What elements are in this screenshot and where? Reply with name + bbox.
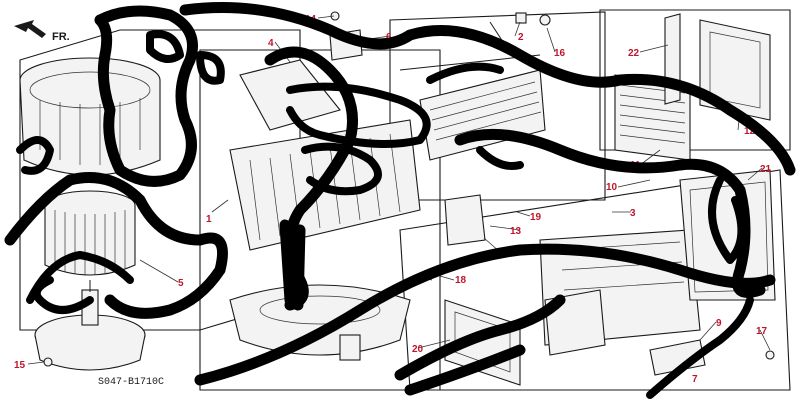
blower-motor <box>34 280 146 371</box>
callout-7: 7 <box>692 374 698 385</box>
callout-10: 10 <box>606 182 618 193</box>
callout-17: 17 <box>756 326 768 337</box>
callout-1: 1 <box>206 214 212 225</box>
callout-4: 4 <box>268 38 274 49</box>
heater-case <box>229 59 546 251</box>
callout-21: 21 <box>760 164 772 175</box>
small-parts <box>43 11 775 376</box>
callout-3: 3 <box>630 208 636 219</box>
callout-12: 12 <box>744 126 756 137</box>
callout-5: 5 <box>178 278 184 289</box>
callout-22: 22 <box>628 48 640 59</box>
callout-19: 19 <box>530 212 542 223</box>
callout-18: 18 <box>455 275 467 286</box>
blower-housing <box>19 57 161 176</box>
callout-13: 13 <box>510 226 522 237</box>
callout-20: 20 <box>412 344 424 355</box>
callout-9: 9 <box>716 318 722 329</box>
front-direction-arrow: FR. <box>14 20 70 43</box>
callout-6: 6 <box>386 32 392 43</box>
gasket-frame <box>444 299 521 386</box>
scribble-overlay <box>4 2 796 399</box>
figure-code: S047-B1710C <box>98 377 164 388</box>
front-direction-label: FR. <box>52 31 70 43</box>
callout-16: 16 <box>554 48 566 59</box>
callout-15: 15 <box>14 360 26 371</box>
callout-2: 2 <box>518 32 524 43</box>
